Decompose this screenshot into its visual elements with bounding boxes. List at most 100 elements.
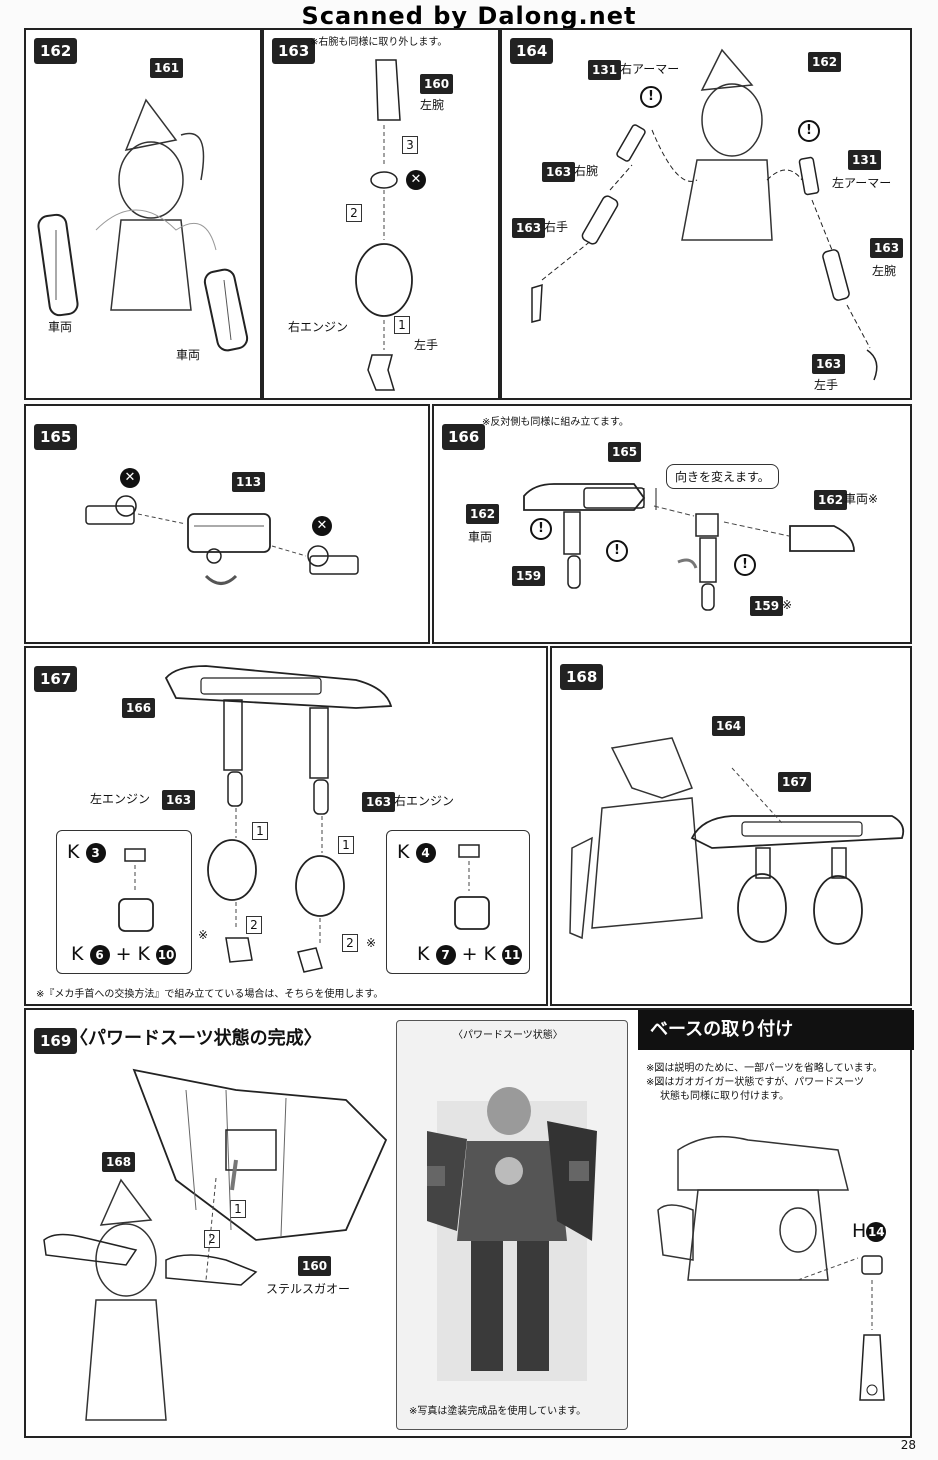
wrist-part-illustration	[118, 848, 154, 932]
label-left-hand: 左手	[414, 338, 439, 352]
step-marker-1: 1	[252, 822, 268, 840]
label-car: 車両※	[844, 492, 879, 506]
part-number: 164	[712, 716, 746, 736]
label-stealth-gao: ステルスガオー	[266, 1282, 351, 1296]
label-car-left: 車両	[48, 320, 73, 334]
part-number: 161	[150, 58, 184, 78]
step-marker-2: 2	[346, 204, 362, 222]
part-number: 163	[512, 218, 546, 238]
step-number: 165	[34, 424, 78, 450]
step-number: 163	[272, 38, 316, 64]
part-number: 163	[870, 238, 904, 258]
part-code: K 6 + K 10	[71, 943, 177, 965]
photo-note: ※写真は塗装完成品を使用しています。	[409, 1406, 587, 1417]
panel-step-165: 165 ✕ 113 ✕	[24, 404, 430, 644]
remove-icon: ✕	[120, 468, 140, 488]
part-number: 160	[298, 1256, 332, 1276]
label-left-arm: 左腕	[872, 264, 897, 278]
part-number: 167	[778, 772, 812, 792]
label-right-engine: 右エンジン	[394, 794, 455, 808]
part-number: 162	[466, 504, 500, 524]
step-number: 162	[34, 38, 78, 64]
part-number: 131	[848, 150, 882, 170]
label-right-arm: 右腕	[574, 164, 599, 178]
step-marker-1: 1	[394, 316, 410, 334]
step-number: 168	[560, 664, 604, 690]
part-number: 131	[588, 60, 622, 80]
parts-box-left: K 3 K 6 + K 10	[56, 830, 192, 974]
train-engine-illustration	[164, 665, 393, 973]
part-number: 163	[542, 162, 576, 182]
step-marker-2: 2	[246, 916, 262, 934]
label-right-hand: 右手	[544, 220, 569, 234]
train-assembly-illustration	[523, 483, 855, 611]
step-number: 167	[34, 666, 78, 692]
remove-icon: ✕	[312, 516, 332, 536]
train-car-illustration	[85, 495, 359, 585]
step-marker-3: 3	[402, 136, 418, 154]
label-mark: ※	[198, 928, 209, 942]
panel-step-162: 162 161 車両 車両	[24, 28, 262, 400]
panel-step-163: 163 ※右腕も同様に取り外します。 160 左腕 3 ✕ 2 右エンジン 1 …	[262, 28, 500, 400]
step-marker-2: 2	[204, 1230, 220, 1248]
base-section-title: ベースの取り付け	[638, 1010, 914, 1050]
label-car: 車両	[468, 530, 493, 544]
step-marker-2: 2	[342, 934, 358, 952]
figure-with-train-illustration	[569, 737, 905, 945]
label-car-right: 車両	[176, 348, 201, 362]
step-title: 〈パワードスーツ状態の完成〉	[70, 1028, 322, 1049]
warning-icon: !	[606, 540, 628, 562]
warning-icon: !	[798, 120, 820, 142]
panel-step-168: 168 164 167	[550, 646, 912, 1006]
arm-assembly-illustration	[355, 59, 413, 391]
step-note: ※右腕も同様に取り外します。	[310, 37, 448, 48]
label-left-hand: 左手	[814, 378, 839, 392]
part-number: 160	[420, 74, 454, 94]
watermark: Scanned by Dalong.net	[301, 2, 637, 30]
label-right-armor: 右アーマー	[620, 62, 680, 76]
base-note: 状態も同様に取り付けます。	[660, 1091, 789, 1102]
panel-step-166: 166 ※反対側も同様に組み立てます。 165 向きを変えます。 162 車両 …	[432, 404, 912, 644]
label-mark: ※	[366, 936, 377, 950]
photo-caption: 〈パワードスーツ状態〉	[453, 1030, 563, 1041]
panel-step-169: 169 〈パワードスーツ状態の完成〉 168 160 ステルスガオー 1 2 〈…	[24, 1008, 914, 1438]
label-left-armor: 左アーマー	[832, 176, 892, 190]
wrist-part-illustration	[454, 844, 490, 930]
step-note: ※反対側も同様に組み立てます。	[482, 417, 629, 428]
remove-icon: ✕	[406, 170, 426, 190]
label-right-engine: 右エンジン	[288, 320, 349, 334]
part-number: 163	[362, 792, 396, 812]
page-number: 28	[900, 1438, 916, 1452]
base-note: ※図は説明のために、一部パーツを省略しています。	[646, 1063, 883, 1074]
part-number: 163	[812, 354, 846, 374]
part-number: 165	[608, 442, 642, 462]
base-note: ※図はガオガイガー状態ですが、パワードスーツ	[646, 1077, 864, 1088]
figure-illustration	[37, 98, 249, 352]
callout-note: 向きを変えます。	[666, 464, 779, 489]
step-marker-1: 1	[338, 836, 354, 854]
part-number: 159	[750, 596, 784, 616]
part-code: K 7 + K 11	[417, 943, 523, 965]
base-mount-illustration	[657, 1135, 885, 1401]
part-number: 113	[232, 472, 266, 492]
step-number: 164	[510, 38, 554, 64]
warning-icon: !	[640, 86, 662, 108]
powered-suit-photo	[427, 1087, 597, 1381]
warning-icon: !	[530, 518, 552, 540]
label-left-engine: 左エンジン	[90, 792, 151, 806]
label-mark: ※	[782, 598, 793, 612]
stealth-gao-illustration	[43, 1068, 388, 1421]
figure-illustration	[531, 48, 878, 381]
part-number: 163	[162, 790, 196, 810]
panel-step-164: 164 131 右アーマー 162 ! ! 163 右腕 131 左アーマー 1…	[500, 28, 912, 400]
product-photo-panel: 〈パワードスーツ状態〉 ※写真は塗装完成品を使用しています。	[396, 1020, 628, 1430]
part-number: 162	[808, 52, 842, 72]
part-code: K 3	[67, 841, 106, 863]
part-number: 159	[512, 566, 546, 586]
parts-box-right: K 4 K 7 + K 11	[386, 830, 530, 974]
footnote: ※『メカ手首への交換方法』で組み立てている場合は、そちらを使用します。	[36, 989, 384, 1000]
step-number: 166	[442, 424, 486, 450]
part-number: 162	[814, 490, 848, 510]
warning-icon: !	[734, 554, 756, 576]
